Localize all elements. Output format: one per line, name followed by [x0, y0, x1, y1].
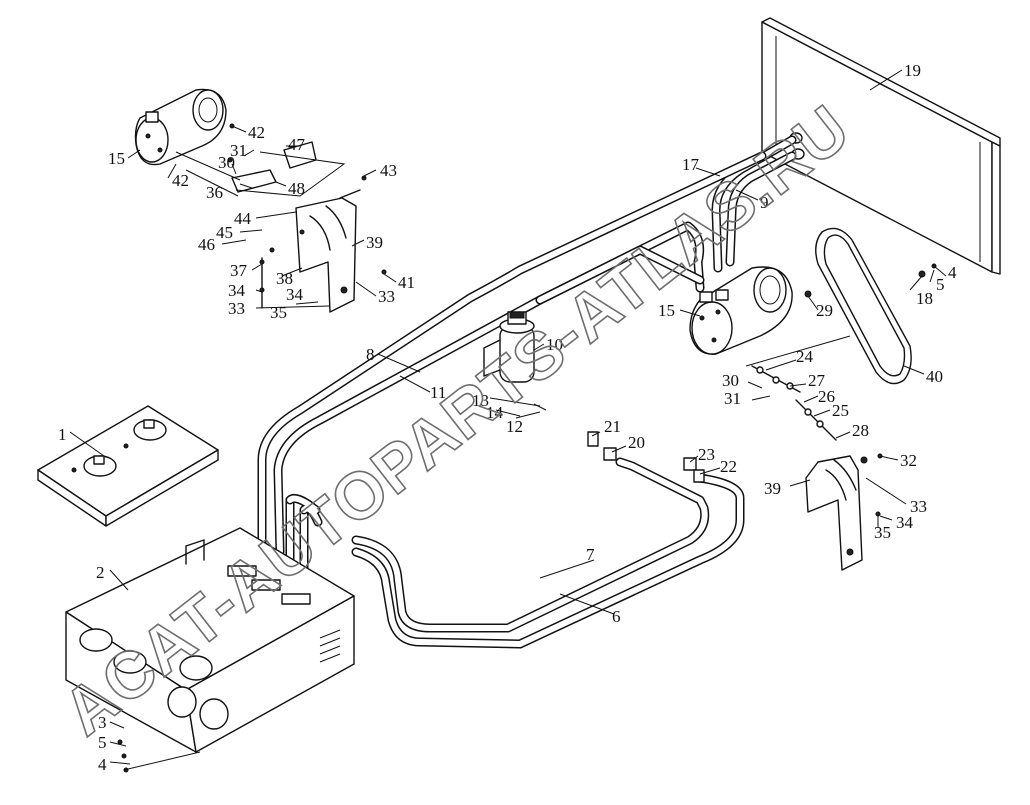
- callout-43: 43: [380, 161, 397, 180]
- callout-2: 2: [96, 563, 105, 582]
- callout-31-left: 31: [230, 141, 247, 160]
- bracket-arms-left: [175, 141, 346, 197]
- callout-35-right: 35: [874, 523, 891, 542]
- callout-23: 23: [698, 445, 715, 464]
- callout-25: 25: [832, 401, 849, 420]
- callout-15-right: 15: [658, 301, 675, 320]
- callout-17: 17: [682, 155, 700, 174]
- callout-19: 19: [904, 61, 921, 80]
- heater-stub-pipes: [285, 493, 323, 573]
- control-panel: [37, 405, 219, 527]
- hose-6: [351, 473, 745, 649]
- callout-9: 9: [760, 193, 769, 212]
- bracket-right: [805, 455, 863, 571]
- callout-45: 45: [216, 223, 233, 242]
- line-11: [273, 221, 705, 557]
- callout-47: 47: [288, 135, 306, 154]
- callout-35-left: 35: [270, 303, 287, 322]
- callout-18: 18: [916, 289, 933, 308]
- callout-4b: 4: [948, 263, 957, 282]
- callout-33-mid: 33: [378, 287, 395, 306]
- callout-14: 14: [486, 403, 504, 422]
- leader-lines: [69, 69, 947, 771]
- receiver-drier: [483, 311, 547, 411]
- callout-30-left: 30: [218, 153, 235, 172]
- callout-12: 12: [506, 417, 523, 436]
- bracket-left: [269, 197, 357, 313]
- callout-28: 28: [852, 421, 869, 440]
- drive-belt: [815, 227, 912, 385]
- callout-44: 44: [234, 209, 252, 228]
- line-8: [257, 151, 767, 555]
- callout-15-left: 15: [108, 149, 125, 168]
- callout-8: 8: [366, 345, 375, 364]
- callout-24: 24: [796, 347, 814, 366]
- callout-10: 10: [546, 335, 563, 354]
- callout-labels: 1 2 3 5 4 6 7 8 9 10 11 12 13 14 15 15 1…: [58, 61, 957, 774]
- callout-5a: 5: [98, 733, 107, 752]
- callout-48: 48: [288, 179, 305, 198]
- hose-9: [725, 151, 797, 267]
- callout-1: 1: [58, 425, 67, 444]
- callout-27: 27: [808, 371, 826, 390]
- callout-31-right: 31: [724, 389, 741, 408]
- callout-26: 26: [818, 387, 835, 406]
- callout-42-bottom: 42: [172, 171, 189, 190]
- heater-unit: [65, 527, 355, 773]
- compressor-right: [689, 266, 793, 355]
- callout-46: 46: [198, 235, 215, 254]
- callout-13: 13: [472, 391, 489, 410]
- callout-30-right: 30: [722, 371, 739, 390]
- callout-33-left: 33: [228, 299, 245, 318]
- hardware-right: [751, 263, 937, 517]
- callout-38: 38: [276, 269, 293, 288]
- callout-40: 40: [926, 367, 943, 386]
- callout-34-mid: 34: [286, 285, 304, 304]
- callout-4a: 4: [98, 755, 107, 774]
- callout-29: 29: [816, 301, 833, 320]
- callout-36: 36: [206, 183, 223, 202]
- callout-39-right: 39: [764, 479, 781, 498]
- callout-5b: 5: [936, 275, 945, 294]
- callout-42-top: 42: [248, 123, 265, 142]
- callout-22: 22: [720, 457, 737, 476]
- callout-7: 7: [586, 545, 595, 564]
- callout-20: 20: [628, 433, 645, 452]
- callout-39-left: 39: [366, 233, 383, 252]
- callout-11: 11: [430, 383, 446, 402]
- callout-34-left: 34: [228, 281, 246, 300]
- callout-3: 3: [98, 713, 107, 732]
- callout-34-right: 34: [896, 513, 914, 532]
- fittings-20-23: [587, 431, 705, 483]
- hardware-left: [227, 123, 387, 309]
- callout-33-right: 33: [910, 497, 927, 516]
- line-receiver: [535, 245, 705, 305]
- compressor-left: [134, 88, 227, 166]
- callout-6: 6: [612, 607, 621, 626]
- hose-7: [351, 457, 710, 633]
- callout-41: 41: [398, 273, 415, 292]
- callout-32: 32: [900, 451, 917, 470]
- callout-37: 37: [230, 261, 248, 280]
- callout-21: 21: [604, 417, 621, 436]
